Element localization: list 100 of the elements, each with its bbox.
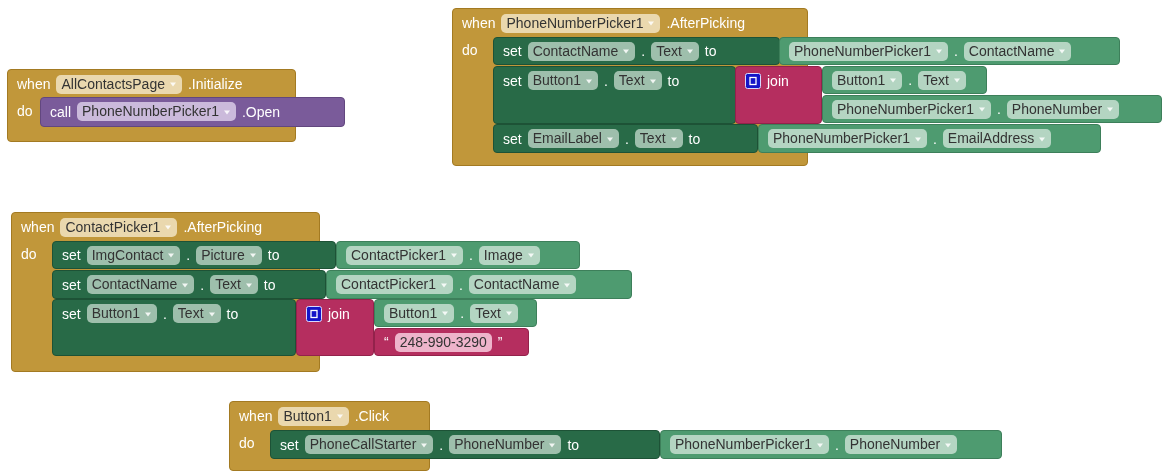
dot-separator: . <box>908 71 913 89</box>
dot-separator: . <box>460 304 465 322</box>
dropdown-field: Text <box>210 275 258 294</box>
block-keyword: do <box>239 434 255 452</box>
block-keyword: to <box>263 275 276 294</box>
block-keyword: to <box>667 71 680 90</box>
block-keyword: do <box>17 102 33 120</box>
dot-separator: . <box>953 42 958 60</box>
getter-block <box>779 37 1120 65</box>
dot-separator: . <box>932 129 937 148</box>
dropdown-field: Button1 <box>832 70 903 90</box>
dot-separator: . <box>468 246 473 264</box>
dropdown-field: ContactPicker1 <box>346 245 463 265</box>
block-keyword: set <box>62 275 81 294</box>
dot-separator: . <box>458 275 463 294</box>
dropdown-field: Text <box>634 129 683 148</box>
setter-block <box>270 430 660 459</box>
dot-separator: . <box>186 246 191 264</box>
setter-block <box>493 66 736 124</box>
getter-block <box>822 95 1162 123</box>
event-name: .Initialize <box>188 75 243 93</box>
dot-separator: . <box>641 42 646 60</box>
dropdown-field: ContactPicker1 <box>336 275 453 294</box>
dropdown-field: PhoneNumber <box>844 435 958 454</box>
dropdown-field: PhoneNumberPicker1 <box>832 99 991 119</box>
block-keyword: call <box>50 102 71 121</box>
dropdown-field: Button1 <box>384 303 455 323</box>
setter-block <box>493 37 780 65</box>
event-name: .AfterPicking <box>666 14 746 32</box>
block-keyword: to <box>688 129 701 148</box>
dot-separator: . <box>603 71 608 90</box>
dropdown-field: Button1 <box>278 406 349 426</box>
event-name: .AfterPicking <box>183 218 262 236</box>
block-keyword: join <box>767 71 789 90</box>
block-keyword: when <box>239 407 273 425</box>
dot-separator: . <box>996 100 1001 118</box>
block-keyword: set <box>280 435 299 454</box>
block-keyword: set <box>62 304 81 323</box>
dot-separator: . <box>834 435 839 454</box>
dropdown-field: Text <box>172 304 221 323</box>
block-keyword: set <box>503 71 522 90</box>
dropdown-field: PhoneNumberPicker1 <box>768 129 927 148</box>
dropdown-field: ContactName <box>468 275 577 294</box>
method-name: .Open <box>242 102 281 121</box>
join-block <box>735 66 822 124</box>
call-block <box>40 97 345 127</box>
block-keyword: join <box>328 304 350 323</box>
block-keyword: set <box>503 42 522 60</box>
dropdown-field: ContactPicker1 <box>60 217 178 237</box>
getter-block <box>374 299 537 327</box>
block-keyword: do <box>462 41 478 59</box>
block-keyword: do <box>21 245 37 263</box>
dropdown-field: PhoneNumberPicker1 <box>670 435 829 454</box>
text-string-block <box>374 328 529 356</box>
getter-block <box>758 124 1101 153</box>
getter-block <box>822 66 987 94</box>
block-keyword: set <box>503 129 522 148</box>
dropdown-field: PhoneNumberPicker1 <box>789 41 948 61</box>
dropdown-field: AllContactsPage <box>56 74 182 94</box>
dot-separator: . <box>200 275 205 294</box>
setter-block <box>52 270 326 299</box>
dropdown-field: Image <box>478 245 540 265</box>
string-field: 248-990-3290 <box>394 332 492 352</box>
dropdown-field: Text <box>470 303 518 323</box>
setter-block <box>493 124 758 153</box>
dropdown-field: ImgContact <box>86 245 181 265</box>
dropdown-field: PhoneCallStarter <box>304 435 434 454</box>
dropdown-field: Text <box>651 41 699 61</box>
dropdown-field: ContactName <box>527 41 636 61</box>
dropdown-field: Button1 <box>86 304 157 323</box>
getter-block <box>326 270 632 299</box>
dropdown-field: PhoneNumberPicker1 <box>77 102 236 121</box>
block-keyword: when <box>17 75 51 93</box>
dropdown-field: ContactName <box>963 41 1072 61</box>
join-block <box>296 299 374 356</box>
getter-block <box>660 430 1002 459</box>
block-keyword: when <box>462 14 496 32</box>
block-keyword: when <box>21 218 55 236</box>
quote-mark: “ <box>384 333 389 351</box>
block-keyword: set <box>62 246 81 264</box>
dot-separator: . <box>162 304 167 323</box>
setter-block <box>52 241 336 269</box>
event-name: .Click <box>354 407 389 425</box>
dot-separator: . <box>624 129 629 148</box>
dropdown-field: PhoneNumberPicker1 <box>501 13 661 33</box>
dot-separator: . <box>439 435 444 454</box>
quote-mark: ” <box>497 333 503 351</box>
dropdown-field: Text <box>918 70 966 90</box>
block-keyword: to <box>704 42 717 60</box>
dropdown-field: PhoneNumber <box>449 435 562 454</box>
block-keyword: to <box>226 304 239 323</box>
dropdown-field: Text <box>613 71 662 90</box>
block-keyword: to <box>267 246 280 264</box>
dropdown-field: ContactName <box>86 275 195 294</box>
dropdown-field: PhoneNumber <box>1006 99 1120 119</box>
dropdown-field: EmailAddress <box>942 129 1052 148</box>
dropdown-field: EmailLabel <box>527 129 619 148</box>
setter-block <box>52 299 296 356</box>
block-keyword: to <box>567 435 580 454</box>
dropdown-field: Picture <box>196 245 262 265</box>
